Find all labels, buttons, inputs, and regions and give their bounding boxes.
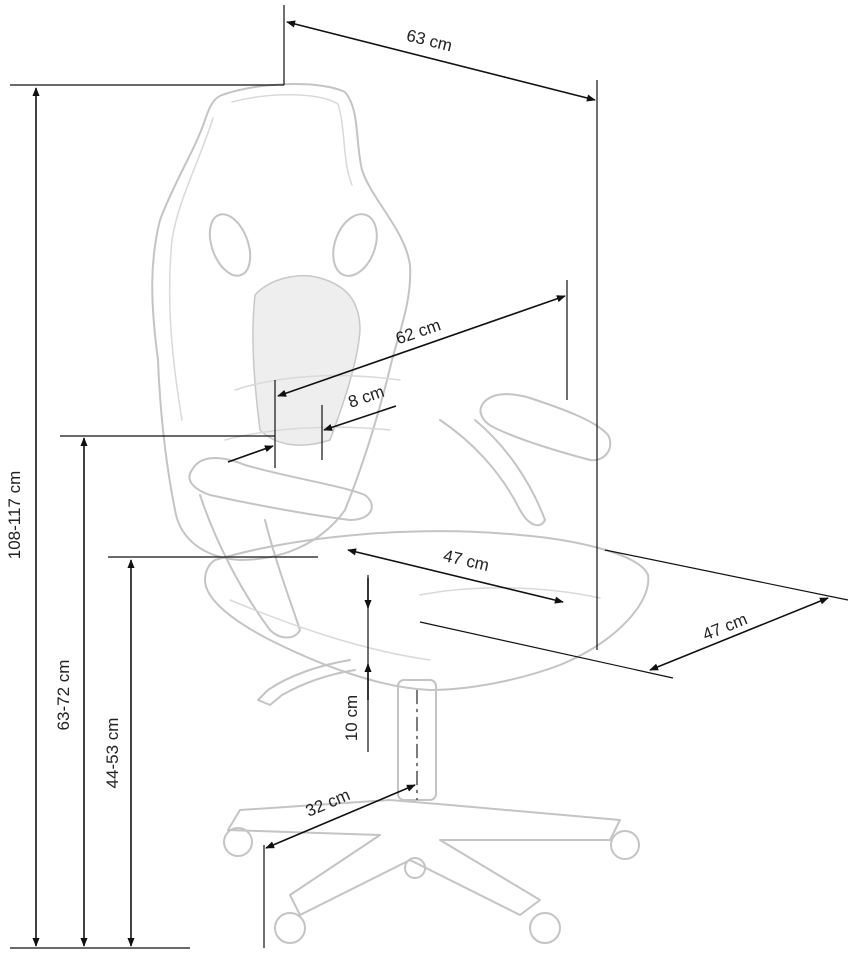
left-headrest-opening	[208, 213, 252, 277]
dim-line-seat-depth	[347, 548, 564, 604]
dim-line-gap-right	[323, 405, 397, 431]
dim-line-base-radius	[265, 784, 416, 849]
caster-center	[404, 857, 426, 879]
chair-drawing	[151, 83, 650, 944]
label-gas-lift-travel: 10 cm	[342, 695, 361, 741]
caster-right-rear	[610, 830, 640, 860]
right-headrest-opening	[332, 213, 378, 277]
ext-seat-width-top	[604, 549, 849, 601]
dim-line-seat-width	[649, 597, 829, 671]
label-seat-back-height: 62 cm	[393, 315, 443, 348]
dimension-labels: 63 cm 108-117 cm 62 cm 8 cm 63-72 cm 44-…	[5, 26, 750, 821]
ext-seat-width-bottom	[419, 621, 674, 679]
dim-line-seat-back	[277, 295, 566, 397]
label-seat-height: 44-53 cm	[103, 718, 122, 789]
backrest-outline	[151, 83, 412, 561]
label-seat-depth: 47 cm	[442, 546, 491, 575]
caster-right-front	[529, 912, 561, 944]
backrest-side-seam	[168, 117, 214, 421]
backrest-inner-seam	[231, 93, 353, 186]
label-overall-width: 63 cm	[405, 26, 455, 56]
star-base	[227, 799, 621, 916]
seat-side-seam	[229, 599, 431, 661]
tilt-lever	[257, 659, 356, 706]
caster-left-rear	[223, 827, 253, 857]
seat-cushion	[204, 530, 650, 691]
caster-left-front	[274, 912, 306, 944]
right-armrest	[479, 393, 612, 462]
dimension-lines	[10, 5, 849, 949]
label-armrest-height: 63-72 cm	[54, 660, 73, 731]
left-armrest-support	[199, 494, 301, 639]
label-base-radius: 32 cm	[303, 785, 353, 821]
label-overall-height: 108-117 cm	[5, 471, 24, 560]
left-armrest	[188, 457, 373, 521]
right-armrest-support	[439, 419, 546, 527]
dim-line-overall-width	[286, 20, 596, 102]
backrest-mesh-panel	[252, 275, 361, 446]
dim-line-gap-left	[227, 445, 274, 463]
